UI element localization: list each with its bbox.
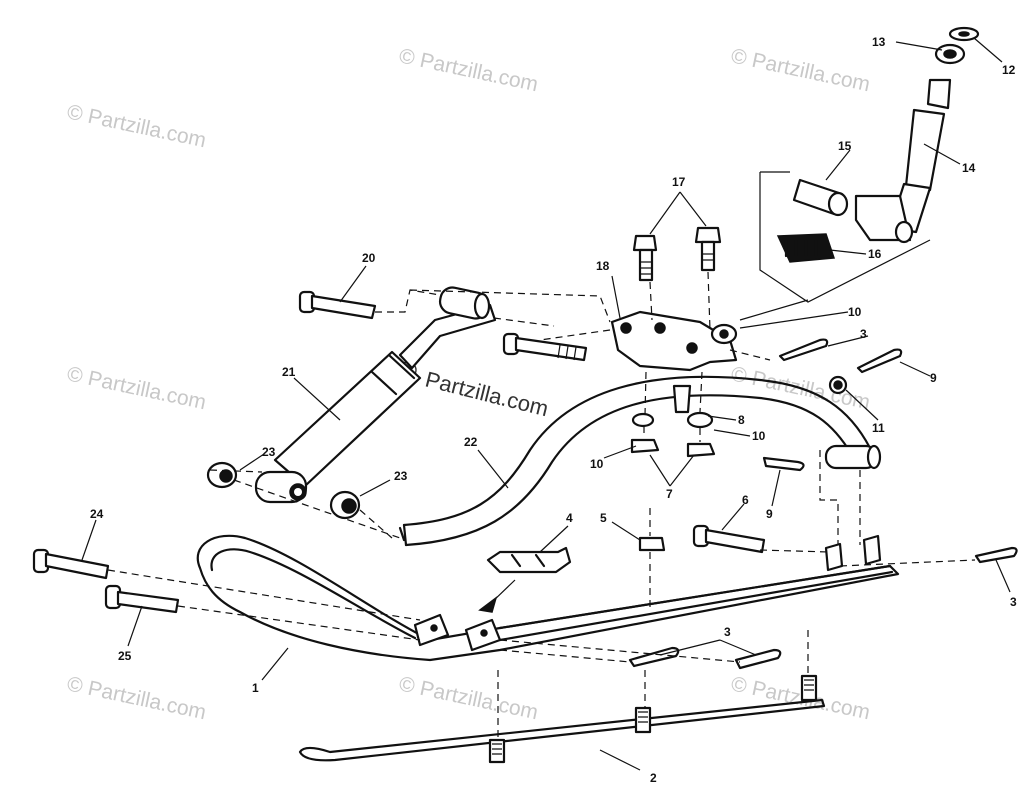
callout-25: 25 — [118, 649, 132, 663]
callout-23: 23 — [262, 445, 276, 459]
callout-5: 5 — [600, 511, 607, 525]
callouts: 1 2 3 3 3 4 5 6 7 8 9 9 10 10 10 11 12 1… — [90, 35, 1017, 785]
shock-absorber — [254, 286, 497, 504]
callout-3: 3 — [724, 625, 731, 639]
callout-20: 20 — [362, 251, 376, 265]
callout-10: 10 — [848, 305, 862, 319]
hardware — [630, 375, 848, 552]
leader-lines — [81, 37, 1011, 771]
callout-6: 6 — [742, 493, 749, 507]
watermark: © Partzilla.com — [397, 44, 540, 96]
watermark: © Partzilla.com — [65, 362, 208, 414]
callout-2: 2 — [650, 771, 657, 785]
spacers — [206, 461, 361, 520]
callout-3: 3 — [860, 327, 867, 341]
callout-15: 15 — [838, 139, 852, 153]
callout-18: 18 — [596, 259, 610, 273]
bolts — [32, 290, 766, 614]
callout-4: 4 — [566, 511, 573, 525]
callout-22: 22 — [464, 435, 478, 449]
watermark: © Partzilla.com — [729, 44, 872, 96]
wear-bar — [298, 674, 826, 764]
watermark: © Partzilla.com — [65, 100, 208, 152]
ski — [196, 534, 900, 662]
callout-21: 21 — [282, 365, 296, 379]
bumper-block — [478, 546, 572, 613]
watermark-center: Partzilla.com — [423, 367, 551, 422]
callout-12: 12 — [1002, 63, 1016, 77]
callout-3: 3 — [1010, 595, 1017, 609]
callout-10: 10 — [590, 457, 604, 471]
watermarks: © Partzilla.com © Partzilla.com © Partzi… — [65, 44, 872, 724]
callout-23: 23 — [394, 469, 408, 483]
callout-8: 8 — [738, 413, 745, 427]
callout-7: 7 — [666, 487, 673, 501]
callout-17: 17 — [672, 175, 686, 189]
callout-16: 16 — [868, 247, 882, 261]
callout-10: 10 — [752, 429, 766, 443]
spindle-bracket — [610, 226, 738, 372]
callout-1: 1 — [252, 681, 259, 695]
leaf-spring — [398, 375, 882, 547]
cotter-pins — [628, 338, 1018, 670]
watermark: © Partzilla.com — [397, 672, 540, 724]
callout-13: 13 — [872, 35, 886, 49]
callout-11: 11 — [872, 421, 885, 435]
watermark: © Partzilla.com — [729, 672, 872, 724]
callout-24: 24 — [90, 507, 104, 521]
callout-9: 9 — [930, 371, 937, 385]
callout-14: 14 — [962, 161, 976, 175]
callout-9: 9 — [766, 507, 773, 521]
watermark: © Partzilla.com — [65, 672, 208, 724]
assembly-lines — [107, 271, 976, 740]
spindle-assembly — [739, 26, 980, 321]
